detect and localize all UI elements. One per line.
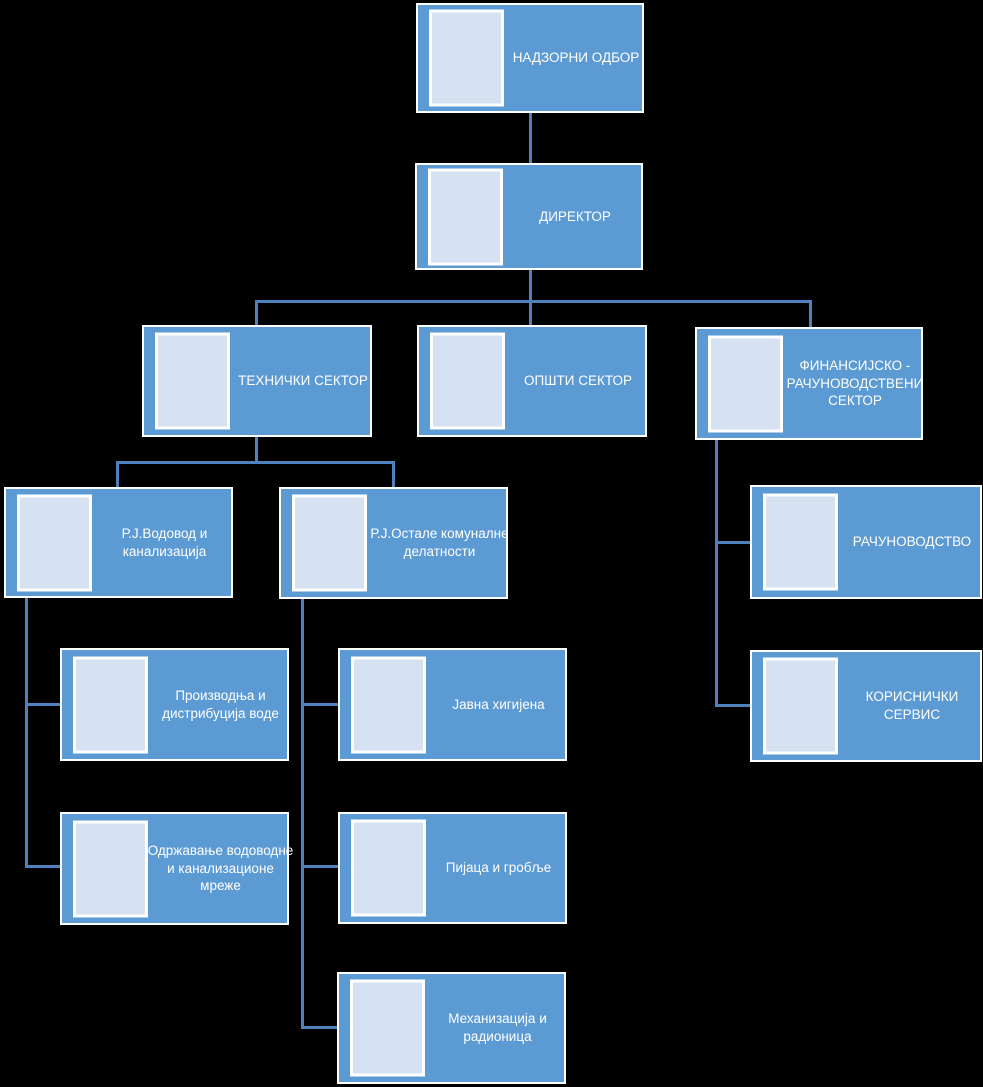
connector-drop-tehnicki xyxy=(255,300,258,326)
org-node-label: Механизација и радионица xyxy=(448,1011,547,1044)
org-node-label: РАЧУНОВОДСТВО xyxy=(852,534,972,550)
picture-placeholder xyxy=(350,979,425,1077)
org-node-label: ОПШТИ СЕКТОР xyxy=(523,373,633,389)
org-node-racunovodstvo: РАЧУНОВОДСТВО xyxy=(750,485,982,599)
picture-placeholder xyxy=(292,494,367,592)
org-node-nadzorni-odbor: НАДЗОРНИ ОДБОР xyxy=(416,3,644,113)
connector-tehnicki-drop xyxy=(255,436,258,464)
picture-placeholder xyxy=(708,335,783,432)
connector-nadzorni-direktor xyxy=(529,112,532,164)
org-node-rj-vodovod-i-kanalizacija: Р.Ј.Водовод и канализација xyxy=(4,487,233,598)
org-node-korisnicki-servis: КОРИСНИЧКИ СЕРВИС xyxy=(750,650,982,762)
connector-drop-finansijsko xyxy=(809,300,812,328)
org-node-mehanizacija-i-radionica: Механизација и радионица xyxy=(337,972,566,1084)
org-node-label: ФИНАНСИЈСКО - РАЧУНОВОДСТВЕНИ СЕКТОР xyxy=(786,357,924,409)
picture-placeholder xyxy=(155,332,230,430)
org-node-rj-ostale-komunalne-delatnosti: Р.Ј.Остале комуналне делатности xyxy=(279,487,509,599)
connector-stub-pijaca xyxy=(301,865,339,868)
connector-drop-opsti xyxy=(529,300,532,326)
connector-rj-horizontal xyxy=(116,461,395,464)
picture-placeholder xyxy=(73,820,148,917)
org-node-proizvodnja-i-distribucija-vode: Производња и дистрибуција воде xyxy=(60,648,289,761)
picture-placeholder xyxy=(351,656,426,753)
org-node-label: Р.Ј.Остале комуналне делатности xyxy=(370,526,509,559)
org-node-label: Р.Ј.Водовод и канализација xyxy=(121,525,208,559)
org-node-label: ДИРЕКТОР xyxy=(539,208,611,224)
picture-placeholder xyxy=(430,332,505,430)
org-node-direktor: ДИРЕКТОР xyxy=(415,163,643,270)
connector-stub-korisnicki xyxy=(715,704,751,707)
picture-placeholder xyxy=(17,494,92,591)
org-node-label: НАДЗОРНИ ОДБОР xyxy=(512,50,640,66)
connector-stub-javna xyxy=(301,703,339,706)
org-node-label: КОРИСНИЧКИ СЕРВИС xyxy=(865,689,959,722)
connector-ostale-vertical xyxy=(301,598,304,1029)
picture-placeholder xyxy=(429,9,504,107)
org-node-label: Одржавање водоводне и канализационе мреж… xyxy=(147,842,294,894)
connector-stub-racunovodstvo xyxy=(715,541,751,544)
picture-placeholder xyxy=(73,656,148,753)
org-node-finansijsko-racunovodstveni-sektor: ФИНАНСИЈСКО - РАЧУНОВОДСТВЕНИ СЕКТОР xyxy=(695,327,923,440)
picture-placeholder xyxy=(763,657,838,755)
picture-placeholder xyxy=(351,819,426,917)
connector-stub-mehanizacija xyxy=(301,1026,338,1029)
org-node-tehnicki-sektor: ТЕХНИЧКИ СЕКТОР xyxy=(142,325,372,437)
connector-direktor-drop xyxy=(529,268,532,302)
org-node-label: Производња и дистрибуција воде xyxy=(162,687,279,721)
connector-finansijsko-vertical xyxy=(715,439,718,707)
org-node-label: Јавна хигијена xyxy=(452,696,545,712)
picture-placeholder xyxy=(428,168,503,265)
connector-stub-odrzavanje xyxy=(25,865,61,868)
org-node-pijaca-i-groblje: Пијаца и гробље xyxy=(338,812,567,924)
connector-drop-rj-ostale xyxy=(392,461,395,488)
connector-stub-proizvodnja xyxy=(25,703,61,706)
connector-vodovod-vertical xyxy=(25,597,28,868)
org-node-label: Пијаца и гробље xyxy=(445,860,552,876)
connector-drop-rj-vodovod xyxy=(116,461,119,488)
org-node-javna-higijena: Јавна хигијена xyxy=(338,648,567,761)
connector-sectors-horizontal xyxy=(255,300,812,303)
picture-placeholder xyxy=(763,493,838,591)
org-node-label: ТЕХНИЧКИ СЕКТОР xyxy=(238,373,368,389)
org-node-opsti-sektor: ОПШТИ СЕКТОР xyxy=(417,325,647,437)
org-node-odrzavanje-mreze: Одржавање водоводне и канализационе мреж… xyxy=(60,812,293,925)
